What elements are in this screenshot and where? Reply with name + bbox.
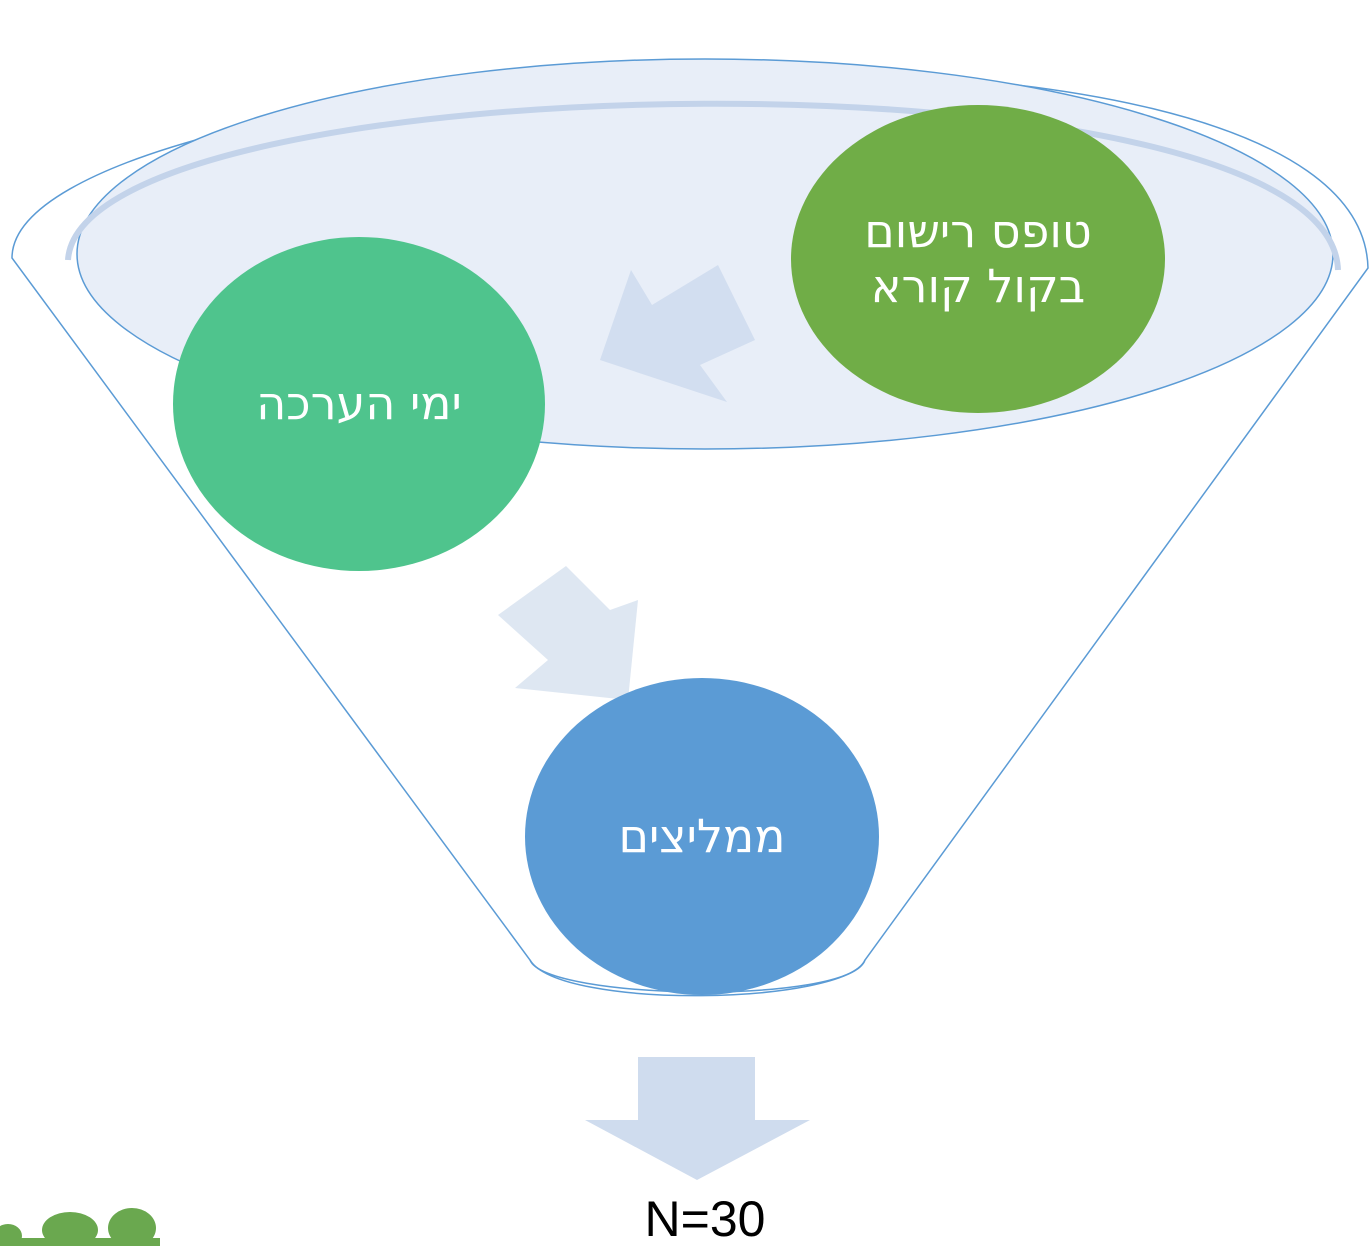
stage-registration-circle: טופס רישום בקול קורא (791, 105, 1165, 413)
stage-assessment-label: ימי הערכה (256, 376, 462, 431)
result-count-label: N=30 (644, 1191, 766, 1246)
arrow-to-result (585, 1057, 810, 1180)
stage-registration-line-2: בקול קורא (870, 259, 1086, 313)
stage-registration-line-1: טופס רישום (864, 203, 1092, 258)
funnel-rim (65, 100, 1341, 271)
stage-recommenders-label: ממליצים (618, 808, 786, 863)
arrow-assessment-to-recommenders (498, 566, 638, 700)
tree-logo-icon (0, 1208, 160, 1246)
stage-assessment-circle: ימי הערכה (173, 237, 545, 571)
stage-recommenders-circle: ממליצים (525, 678, 879, 995)
arrow-registration-to-assessment (600, 265, 755, 402)
